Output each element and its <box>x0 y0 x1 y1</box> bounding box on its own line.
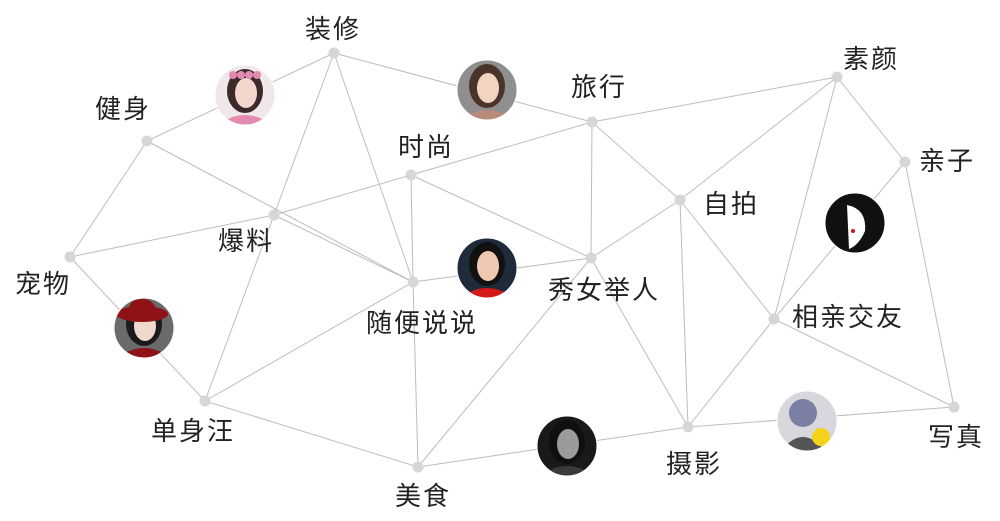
node-label-suibian[interactable]: 随便说说 <box>366 309 478 339</box>
avatar-illustration[interactable] <box>776 390 838 452</box>
node-suibian[interactable] <box>407 276 419 288</box>
node-danshen[interactable] <box>199 395 211 407</box>
edge-xiunv-sheying <box>590 257 689 428</box>
edge-jianshen-suibian <box>146 140 414 283</box>
edge-xiunv-meishi <box>417 257 592 468</box>
node-label-zhuangxiu[interactable]: 装修 <box>305 15 361 45</box>
node-label-meishi[interactable]: 美食 <box>395 482 451 512</box>
edge-suyan-qinzi <box>836 76 906 163</box>
edge-zhuangxiu-baoliao <box>273 52 335 216</box>
edge-zipai-xiunv <box>590 199 681 259</box>
node-sheying[interactable] <box>682 421 694 433</box>
edge-suibian-meishi <box>412 281 419 468</box>
edge-xiangqin-xiezhen <box>773 318 955 408</box>
edge-xiangqin-sheying <box>687 318 775 428</box>
node-chongwu[interactable] <box>64 251 76 263</box>
avatar-red-hat[interactable] <box>113 297 175 360</box>
node-jianshen[interactable] <box>141 135 153 147</box>
edge-shishang-xiunv <box>410 174 592 259</box>
node-label-zipai[interactable]: 自拍 <box>703 190 759 220</box>
node-label-jianshen[interactable]: 健身 <box>95 95 151 125</box>
node-xiunv[interactable] <box>585 252 597 264</box>
avatars-layer <box>113 59 886 478</box>
edge-qinzi-xiezhen <box>904 161 955 408</box>
node-lvxing[interactable] <box>586 116 598 128</box>
edge-zipai-sheying <box>679 199 689 428</box>
edge-lvxing-xiunv <box>590 121 593 259</box>
edge-jianshen-chongwu <box>69 140 148 258</box>
edge-baoliao-chongwu <box>69 214 275 258</box>
node-label-lvxing[interactable]: 旅行 <box>571 73 627 103</box>
node-suyan[interactable] <box>831 71 843 83</box>
edge-zipai-xiangqin <box>679 199 775 320</box>
edge-suyan-xiangqin <box>773 76 838 320</box>
node-zhuangxiu[interactable] <box>328 47 340 59</box>
node-xiezhen[interactable] <box>948 401 960 413</box>
node-label-xiunv[interactable]: 秀女举人 <box>548 276 660 306</box>
edge-shishang-suibian <box>410 174 414 283</box>
node-label-baoliao[interactable]: 爆料 <box>218 227 274 257</box>
node-label-qinzi[interactable]: 亲子 <box>919 147 975 177</box>
avatar-red-top[interactable] <box>456 237 518 300</box>
edge-danshen-meishi <box>204 400 419 468</box>
node-label-shishang[interactable]: 时尚 <box>398 133 454 163</box>
avatar-dark-portrait[interactable] <box>536 415 598 478</box>
edge-suyan-zipai <box>679 76 838 201</box>
avatar-flower-crown[interactable] <box>214 64 276 127</box>
avatar-ink-sketch[interactable] <box>824 192 886 254</box>
avatar-brunette[interactable] <box>456 59 518 122</box>
edge-zhuangxiu-suibian <box>333 52 414 283</box>
node-meishi[interactable] <box>412 461 424 473</box>
node-qinzi[interactable] <box>899 156 911 168</box>
nodes-layer <box>64 47 960 473</box>
node-label-xiangqin[interactable]: 相亲交友 <box>792 303 904 333</box>
node-label-danshen[interactable]: 单身汪 <box>151 417 235 447</box>
edge-baoliao-danshen <box>204 214 275 402</box>
edge-shishang-baoliao <box>273 174 412 216</box>
edge-lvxing-shishang <box>410 121 593 176</box>
edge-suibian-danshen <box>204 281 414 402</box>
edge-baoliao-suibian <box>273 214 414 283</box>
node-shishang[interactable] <box>405 169 417 181</box>
node-label-suyan[interactable]: 素颜 <box>843 45 899 75</box>
node-label-sheying[interactable]: 摄影 <box>666 450 722 480</box>
node-baoliao[interactable] <box>268 209 280 221</box>
node-label-xiezhen[interactable]: 写真 <box>928 423 984 453</box>
edge-lvxing-suyan <box>591 76 838 123</box>
node-zipai[interactable] <box>674 194 686 206</box>
node-label-chongwu[interactable]: 宠物 <box>15 270 71 300</box>
node-xiangqin[interactable] <box>768 313 780 325</box>
edge-lvxing-zipai <box>591 121 681 201</box>
